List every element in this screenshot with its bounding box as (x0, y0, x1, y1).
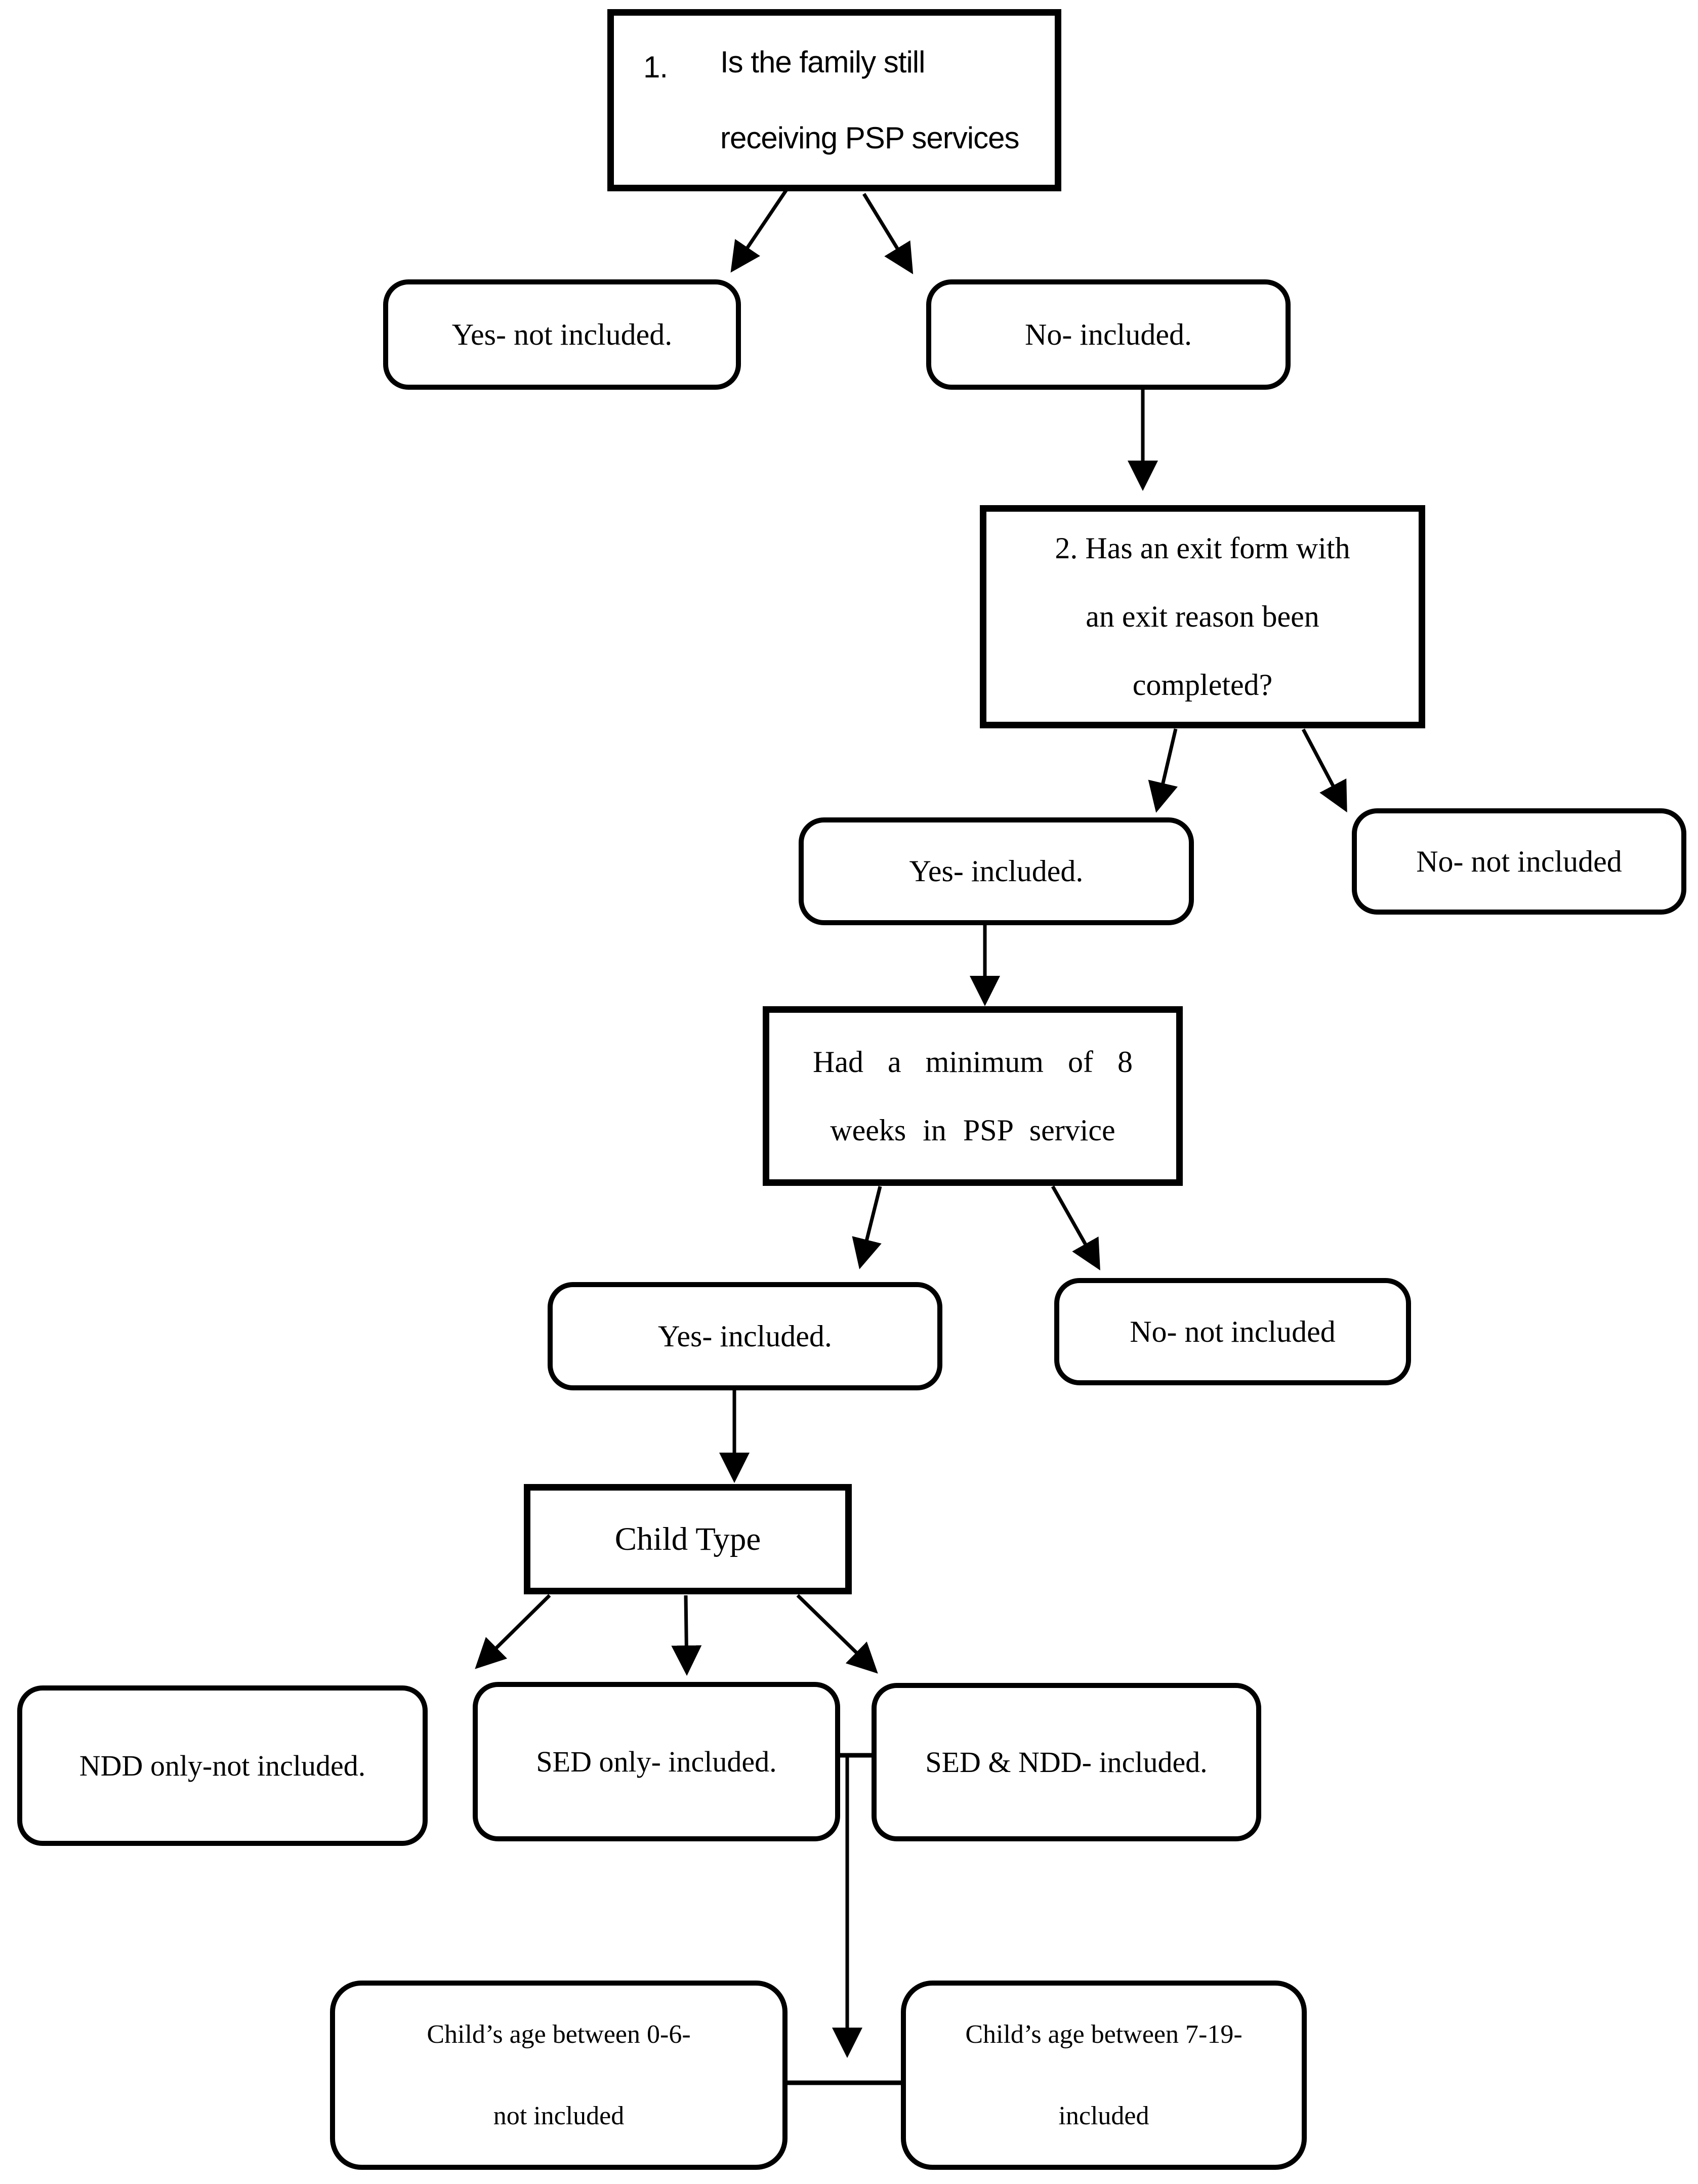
question-minimum-8-weeks-label: Had a minimum of 8 weeks in PSP service (813, 1028, 1133, 1165)
no-included-label: No- included. (1025, 317, 1192, 351)
arrow-childtype-to-sedonly (671, 1595, 702, 1676)
minimum-8-weeks-line1: Had a minimum of 8 (813, 1045, 1133, 1079)
arrow-childtype-to-ndd (475, 1594, 551, 1669)
arrow-q1-to-yes1 (730, 189, 788, 273)
yes-included-exit-label: Yes- included. (909, 854, 1084, 888)
ndd-only-label: NDD only-not included. (79, 1749, 366, 1782)
arrow-q3-to-yes3 (852, 1186, 882, 1269)
arrow-q2-to-no2 (1301, 728, 1347, 813)
minimum-8-weeks-line2: weeks in PSP service (830, 1113, 1115, 1147)
node-no-not-included-8weeks: No- not included (1054, 1278, 1411, 1385)
question-2-label: 2. Has an exit form with an exit reason … (1055, 531, 1350, 702)
child-type-label: Child Type (614, 1520, 761, 1557)
sed-only-label: SED only- included. (536, 1745, 777, 1778)
yes-included-8weeks-label: Yes- included. (658, 1319, 832, 1353)
question-1-label: Is the family still receiving PSP servic… (720, 45, 1019, 155)
arrow-q2-to-yes2 (1148, 728, 1178, 813)
arrow-childtype-to-sedndd (796, 1594, 878, 1674)
question-1-number: 1. (643, 50, 668, 84)
node-sed-and-ndd: SED & NDD- included. (872, 1683, 1261, 1841)
sed-and-ndd-label: SED & NDD- included. (925, 1746, 1208, 1779)
node-sed-only: SED only- included. (473, 1682, 840, 1841)
yes-not-included-label: Yes- not included. (451, 317, 673, 351)
age-0-6-label: Child’s age between 0-6- not included (427, 2020, 691, 2130)
node-ndd-only: NDD only-not included. (17, 1685, 428, 1846)
node-age-7-19: Child’s age between 7-19- included (901, 1981, 1307, 2170)
no-not-included-exit-label: No- not included (1416, 844, 1622, 878)
arrow-q1-to-no1 (862, 193, 914, 274)
node-question-1: 1. Is the family still receiving PSP ser… (607, 9, 1061, 191)
arrow-q3-to-no3 (1051, 1185, 1100, 1270)
age-7-19-label: Child’s age between 7-19- included (965, 2020, 1243, 2130)
no-not-included-8weeks-label: No- not included (1130, 1314, 1336, 1348)
node-age-0-6: Child’s age between 0-6- not included (330, 1981, 788, 2170)
node-no-not-included-exit: No- not included (1352, 808, 1686, 915)
node-no-included: No- included. (926, 279, 1291, 390)
node-yes-not-included: Yes- not included. (383, 279, 741, 390)
node-yes-included-8weeks: Yes- included. (548, 1282, 942, 1390)
node-child-type: Child Type (524, 1484, 852, 1594)
node-question-2: 2. Has an exit form with an exit reason … (980, 505, 1425, 728)
node-question-minimum-8-weeks: Had a minimum of 8 weeks in PSP service (763, 1006, 1183, 1186)
node-yes-included-exit: Yes- included. (799, 817, 1194, 925)
